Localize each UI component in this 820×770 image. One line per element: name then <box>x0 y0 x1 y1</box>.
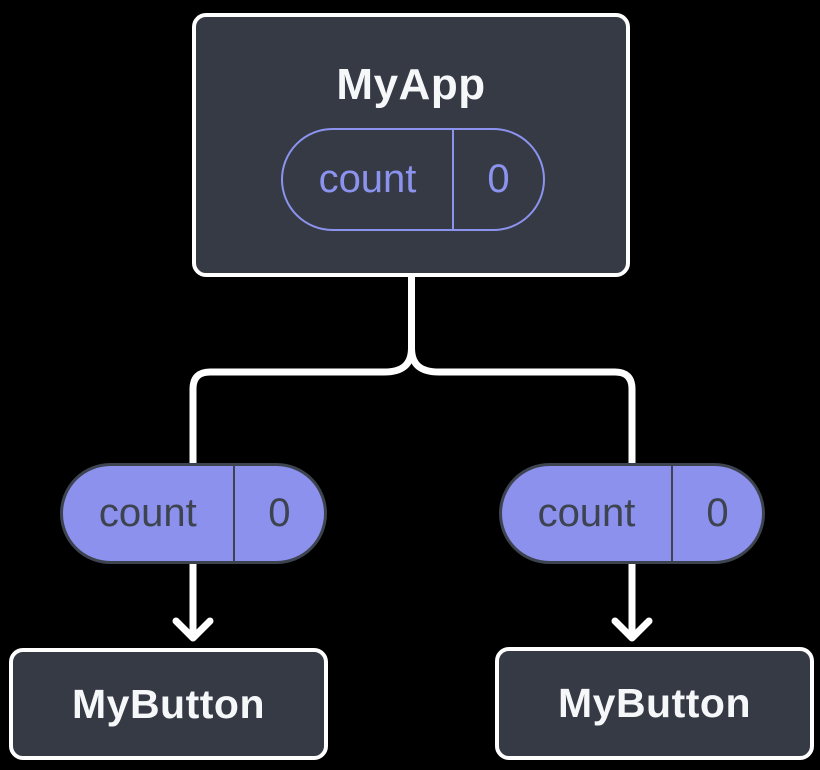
node-mybutton-left: MyButton <box>9 648 328 760</box>
branch-left-connector <box>189 270 415 467</box>
prop-arrow-right <box>611 560 653 642</box>
state-pill-myapp: count 0 <box>281 128 545 231</box>
node-title-myapp: MyApp <box>336 60 486 109</box>
state-pill-value: 0 <box>452 130 543 229</box>
arrow-down-icon <box>611 617 653 642</box>
prop-pill-left: count 0 <box>60 463 327 564</box>
prop-pill-right: count 0 <box>499 463 765 564</box>
prop-pill-value: 0 <box>232 466 324 561</box>
prop-pill-label: count <box>98 491 197 535</box>
node-title-mybutton-left: MyButton <box>71 680 265 727</box>
node-mybutton-right: MyButton <box>495 647 814 760</box>
prop-arrow-left <box>172 560 214 642</box>
branch-right-connector <box>408 270 636 467</box>
prop-pill-value: 0 <box>671 466 762 561</box>
state-pill-label: count <box>318 157 417 201</box>
arrow-down-icon <box>172 617 214 642</box>
node-title-mybutton-right: MyButton <box>557 680 751 726</box>
node-myapp: MyApp <box>192 13 630 277</box>
prop-pill-label: count <box>537 491 636 535</box>
